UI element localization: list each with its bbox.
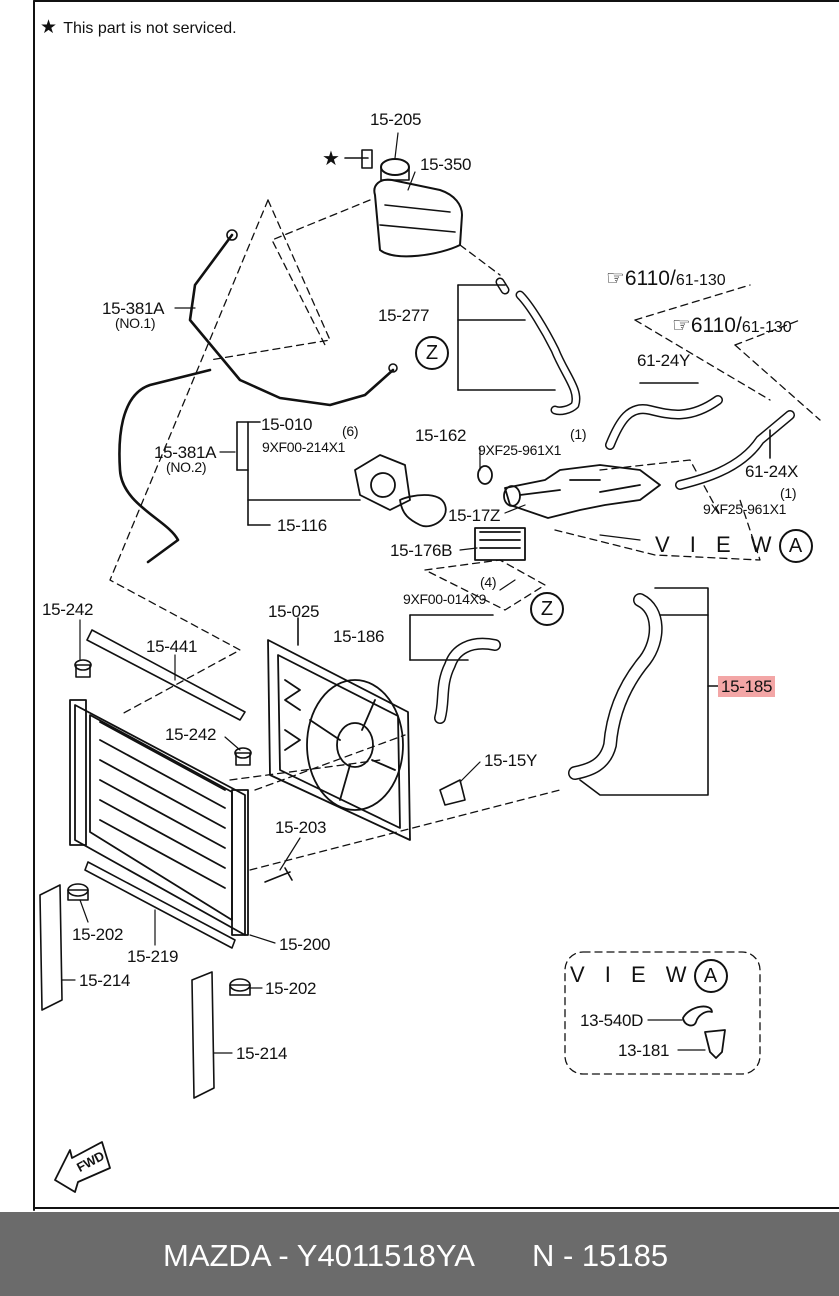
callout-z-bottom[interactable]: Z — [530, 592, 564, 626]
ref-section: 6110 — [624, 267, 670, 290]
callout-z-top[interactable]: Z — [415, 336, 449, 370]
part-15-200[interactable]: 15-200 — [279, 935, 331, 954]
star-icon: ★ — [40, 17, 58, 38]
part-15-381a-no2-sub: (NO.2) — [166, 459, 207, 475]
part-15-214-b[interactable]: 15-214 — [236, 1044, 288, 1063]
part-13-181[interactable]: 13-181 — [618, 1041, 670, 1060]
hand-pointer-icon: ☞ — [606, 267, 625, 290]
not-serviced-note: ★ This part is not serviced. — [40, 16, 237, 39]
part-9xf25-961x1-b[interactable]: 9XF25-961X1 — [703, 501, 787, 517]
part-15-242-a[interactable]: 15-242 — [42, 600, 94, 619]
ref-6110-61-130-b[interactable]: ☞6110/61-130 — [672, 314, 792, 337]
view-label: V I E W — [655, 531, 779, 557]
ref-6110-61-130-a[interactable]: ☞6110/61-130 — [606, 267, 726, 290]
part-13-540d[interactable]: 13-540D — [580, 1011, 644, 1030]
part-61-24y[interactable]: 61-24Y — [637, 351, 691, 370]
part-15-350[interactable]: 15-350 — [420, 155, 472, 174]
hand-pointer-icon: ☞ — [672, 314, 691, 337]
part-9xf25-961x1-a[interactable]: 9XF25-961X1 — [478, 442, 562, 458]
qty-4: (4) — [480, 574, 497, 590]
part-9xf00-214x1[interactable]: 9XF00-214X1 — [262, 439, 346, 455]
part-15-202-a[interactable]: 15-202 — [72, 925, 124, 944]
ref-section: 6110 — [690, 314, 736, 337]
part-15-185-highlighted[interactable]: 15-185 — [718, 676, 776, 697]
ref-sub: 61-130 — [675, 272, 726, 289]
part-15-025[interactable]: 15-025 — [268, 602, 320, 621]
footer-part-number: MAZDA - Y4011518YA — [163, 1238, 475, 1273]
part-15-441[interactable]: 15-441 — [146, 637, 198, 656]
qty-1-b: (1) — [780, 485, 797, 501]
part-15-205[interactable]: 15-205 — [370, 110, 422, 129]
part-15-010[interactable]: 15-010 — [261, 415, 313, 434]
view-circle: A — [778, 529, 813, 563]
view-label: V I E W — [570, 961, 694, 987]
part-61-24x[interactable]: 61-24X — [745, 462, 799, 481]
part-15-381a-no1-sub: (NO.1) — [115, 315, 156, 331]
part-15-214-a[interactable]: 15-214 — [79, 971, 131, 990]
ref-sub: 61-130 — [741, 319, 792, 336]
note-text: This part is not serviced. — [63, 20, 237, 37]
part-15-186[interactable]: 15-186 — [333, 627, 385, 646]
part-15-116[interactable]: 15-116 — [277, 516, 327, 535]
part-15-381a-no2[interactable]: 15-381A — [154, 443, 217, 462]
part-9xf00-014x9[interactable]: 9XF00-014X9 — [403, 591, 487, 607]
part-15-242-b[interactable]: 15-242 — [165, 725, 217, 744]
star-icon: ★ — [322, 148, 340, 170]
footer-reference: N - 15185 — [532, 1238, 669, 1273]
part-15-277[interactable]: 15-277 — [378, 306, 430, 325]
part-15-176b[interactable]: 15-176B — [390, 541, 453, 560]
qty-1-a: (1) — [570, 426, 587, 442]
view-circle: A — [693, 959, 728, 993]
part-15-15y[interactable]: 15-15Y — [484, 751, 538, 770]
part-15-219[interactable]: 15-219 — [127, 947, 179, 966]
part-15-203[interactable]: 15-203 — [275, 818, 327, 837]
part-15-17z[interactable]: 15-17Z — [448, 506, 501, 525]
part-15-381a-no1[interactable]: 15-381A — [102, 299, 165, 318]
diagram-drawing — [33, 0, 839, 1211]
part-15-162[interactable]: 15-162 — [415, 426, 467, 445]
footer-bar: MAZDA - Y4011518YA N - 15185 — [0, 1212, 839, 1296]
parts-diagram: ★ This part is not serviced. 15-205 ★ 15… — [33, 0, 839, 1211]
qty-6: (6) — [342, 423, 359, 439]
part-15-202-b[interactable]: 15-202 — [265, 979, 317, 998]
